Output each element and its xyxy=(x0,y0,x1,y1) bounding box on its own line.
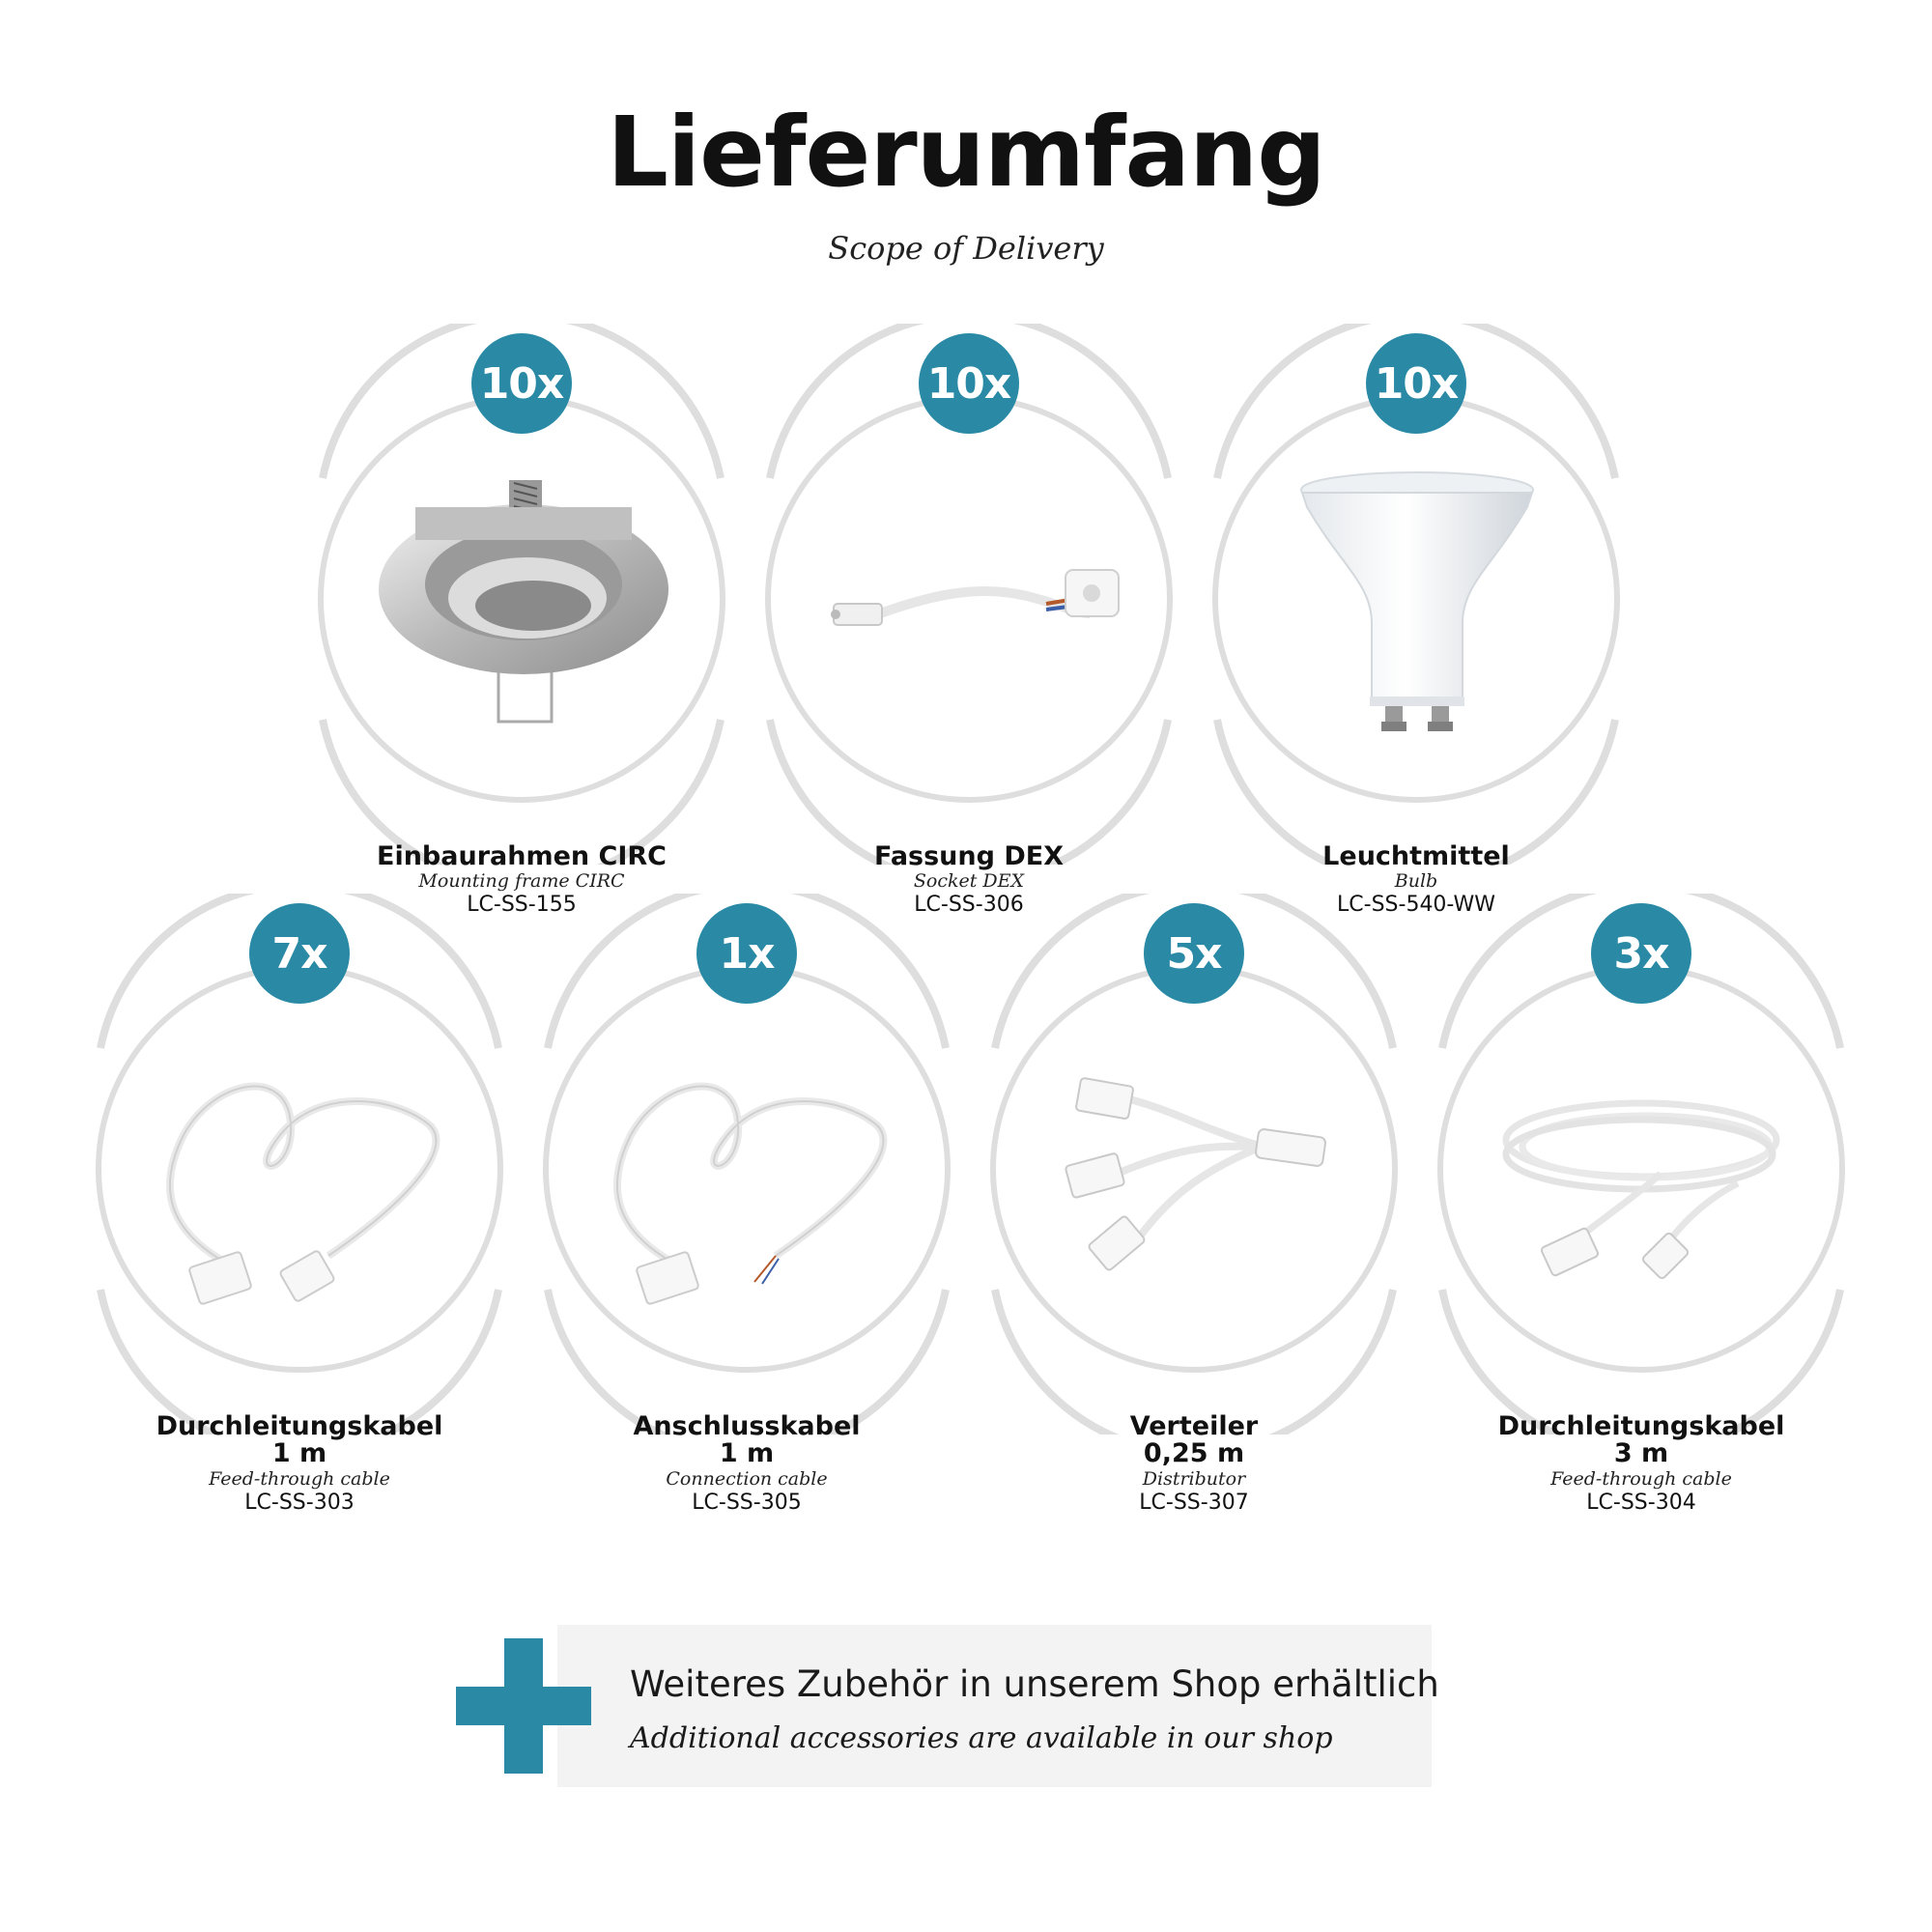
item-name-en: Mounting frame CIRC xyxy=(418,870,625,893)
item-length: 1 m xyxy=(271,1438,327,1469)
item-name-de: Anschlusskabel xyxy=(633,1411,861,1441)
item-code: LC-SS-540-WW xyxy=(1337,893,1495,918)
delivery-item-feed-through-cable-1m: 7x Durchleitungskabel 1 m Feed-through c… xyxy=(87,894,512,1514)
accessories-banner-box xyxy=(557,1625,1432,1787)
item-name-en: Bulb xyxy=(1394,870,1438,893)
item-name-de: Leuchtmittel xyxy=(1322,841,1510,871)
item-name-de: Verteiler xyxy=(1129,1411,1259,1441)
quantity-badge: 3x xyxy=(1591,903,1691,1004)
accessories-banner: Weiteres Zubehör in unserem Shop erhältl… xyxy=(456,1625,1439,1787)
item-name-de: Fassung DEX xyxy=(873,841,1065,871)
item-name-en: Distributor xyxy=(1142,1467,1246,1490)
quantity-badge: 10x xyxy=(919,333,1019,434)
item-label: Verteiler 0,25 m Distributor LC-SS-307 xyxy=(981,1411,1406,1515)
item-name-de: Einbaurahmen CIRC xyxy=(377,841,667,871)
item-code: LC-SS-155 xyxy=(467,893,577,918)
item-name-en: Feed-through cable xyxy=(1550,1467,1732,1490)
mounting-frame-icon xyxy=(379,480,668,724)
item-length: 1 m xyxy=(719,1438,775,1469)
accessories-text-de: Weiteres Zubehör in unserem Shop erhältl… xyxy=(630,1663,1439,1705)
delivery-item-feed-through-cable-3m: 3x Durchleitungskabel 3 m Feed-through c… xyxy=(1429,894,1854,1514)
item-label: Einbaurahmen CIRC Mounting frame CIRC LC… xyxy=(309,841,734,918)
delivery-item-bulb: 10x Leuchtmittel Bulb LC-SS-540-WW xyxy=(1204,324,1629,916)
page-subtitle: Scope of Delivery xyxy=(828,230,1104,267)
plus-icon xyxy=(456,1638,591,1774)
item-label: Fassung DEX Socket DEX LC-SS-306 xyxy=(756,841,1181,918)
page-title: Lieferumfang xyxy=(607,96,1326,209)
item-label: Durchleitungskabel 1 m Feed-through cabl… xyxy=(87,1411,512,1515)
item-length: 0,25 m xyxy=(1143,1438,1245,1469)
item-code: LC-SS-303 xyxy=(244,1490,355,1515)
delivery-item-distributor: 5x Verteiler 0,25 m Distributor LC-SS-30… xyxy=(981,894,1406,1514)
item-code: LC-SS-304 xyxy=(1586,1490,1696,1515)
item-name-en: Socket DEX xyxy=(913,870,1025,893)
quantity-badge: 10x xyxy=(471,333,572,434)
bulb-icon xyxy=(1300,471,1534,731)
delivery-item-socket: 10x Fassung DEX Socket DEX LC-SS-306 xyxy=(756,324,1181,916)
feed-through-cable-icon xyxy=(166,1082,440,1305)
socket-icon xyxy=(831,569,1120,626)
item-name-en: Feed-through cable xyxy=(209,1467,390,1490)
quantity-badge: 5x xyxy=(1144,903,1244,1004)
feed-through-cable-long-icon xyxy=(1502,1099,1780,1280)
item-label: Durchleitungskabel 3 m Feed-through cabl… xyxy=(1429,1411,1854,1515)
item-name-de: Durchleitungskabel xyxy=(1497,1411,1785,1441)
delivery-item-connection-cable: 1x Anschlusskabel 1 m Connection cable L… xyxy=(534,894,959,1514)
quantity-badge: 1x xyxy=(696,903,797,1004)
quantity-badge: 7x xyxy=(249,903,350,1004)
item-name-en: Connection cable xyxy=(666,1467,828,1490)
connection-cable-icon xyxy=(613,1082,888,1305)
item-label: Leuchtmittel Bulb LC-SS-540-WW xyxy=(1204,841,1629,918)
item-code: LC-SS-305 xyxy=(692,1490,802,1515)
item-code: LC-SS-307 xyxy=(1139,1490,1249,1515)
plus-icon-horizontal-bar xyxy=(456,1687,591,1725)
quantity-badge: 10x xyxy=(1366,333,1466,434)
accessories-text-en: Additional accessories are available in … xyxy=(630,1721,1333,1755)
delivery-item-mounting-frame: 10x Einbaurahmen CIRC Mounting frame CIR… xyxy=(309,324,734,916)
item-label: Anschlusskabel 1 m Connection cable LC-S… xyxy=(534,1411,959,1515)
item-code: LC-SS-306 xyxy=(914,893,1024,918)
item-length: 3 m xyxy=(1613,1438,1669,1469)
item-name-de: Durchleitungskabel xyxy=(156,1411,443,1441)
distributor-icon xyxy=(1065,1077,1326,1271)
